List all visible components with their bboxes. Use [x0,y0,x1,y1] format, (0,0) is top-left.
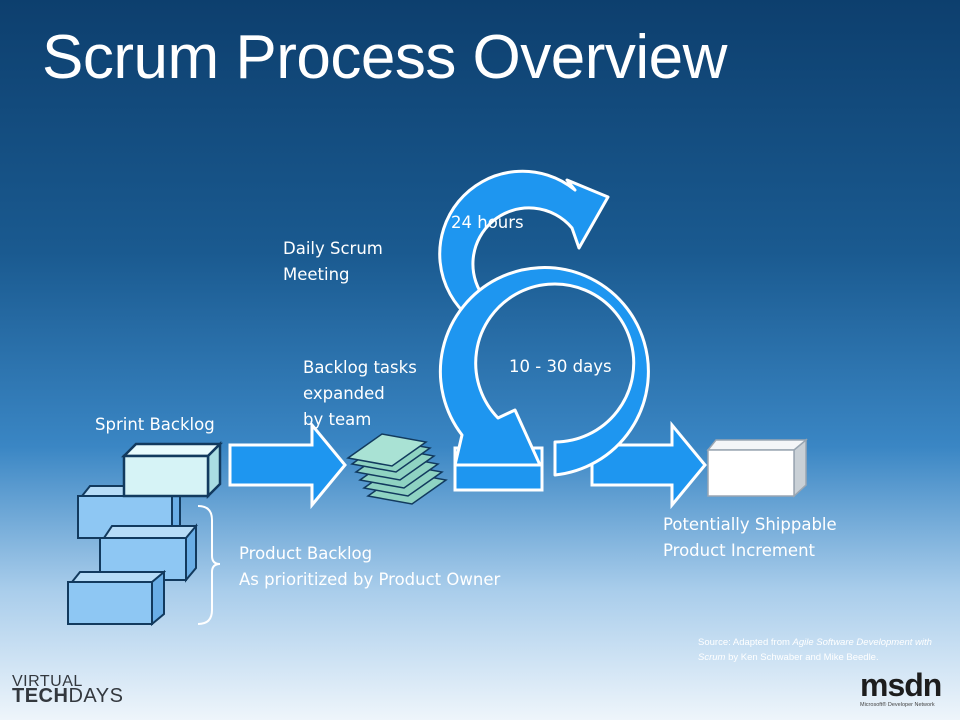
product-backlog-blocks [67,483,198,627]
twenty-four-hours-label: 24 hours [451,213,524,232]
msdn-logo-subtitle: Microsoft® Developer Network [860,702,935,708]
product-backlog-label-line-1: Product Backlog [239,544,373,563]
backlog-tasks-label-line-1: Backlog tasks [303,358,417,377]
sprint-backlog-block [120,440,224,500]
daily-scrum-label: Daily Scrum Meeting [283,236,383,288]
increment-block [706,438,808,498]
logo-tech-text: TECH [12,685,69,707]
increment-label: Potentially Shippable Product Increment [663,512,837,564]
ten-thirty-days-label: 10 - 30 days [509,357,612,376]
backlog-tasks-label: Backlog tasks expanded by team [303,355,417,433]
backlog-tasks-stack [346,433,448,505]
source-suffix: by Ken Schwaber and Mike Beedle. [725,651,879,663]
increment-label-line-1: Potentially Shippable [663,515,837,534]
backlog-tasks-label-line-3: by team [303,410,372,429]
daily-scrum-label-line-2: Meeting [283,265,350,284]
product-backlog-bracket [197,505,221,625]
product-backlog-label-line-2: As prioritized by Product Owner [239,570,501,589]
slide-title: Scrum Process Overview [42,23,727,92]
backlog-block-2 [99,523,198,583]
increment-label-line-2: Product Increment [663,541,816,560]
logo-virtual-text: VIRTUAL [12,673,83,690]
arrow-sprint-to-tasks [228,420,347,510]
product-backlog-label: Product Backlog As prioritized by Produc… [239,541,500,593]
msdn-logo-name: msdn [860,667,942,703]
source-citation: Source: Adapted from Agile Software Deve… [698,636,938,665]
source-book-title: Agile Software Development with Scrum [698,637,932,663]
sprint-backlog-label: Sprint Backlog [95,415,215,434]
arrow-sprint-to-increment [590,420,707,510]
logo-days-text: DAYS [68,685,124,707]
virtual-tech-days-logo: VIRTUAL TECHDAYS [12,673,124,707]
sprint-cycle-loop [438,266,650,477]
daily-scrum-label-line-1: Daily Scrum [283,239,383,258]
source-prefix: Source: Adapted from [698,637,793,648]
msdn-logo: msdn Microsoft® Developer Network [860,667,942,709]
backlog-block-3 [67,569,167,627]
daily-cycle-loop [438,169,610,320]
backlog-tasks-label-line-2: expanded [303,384,385,403]
